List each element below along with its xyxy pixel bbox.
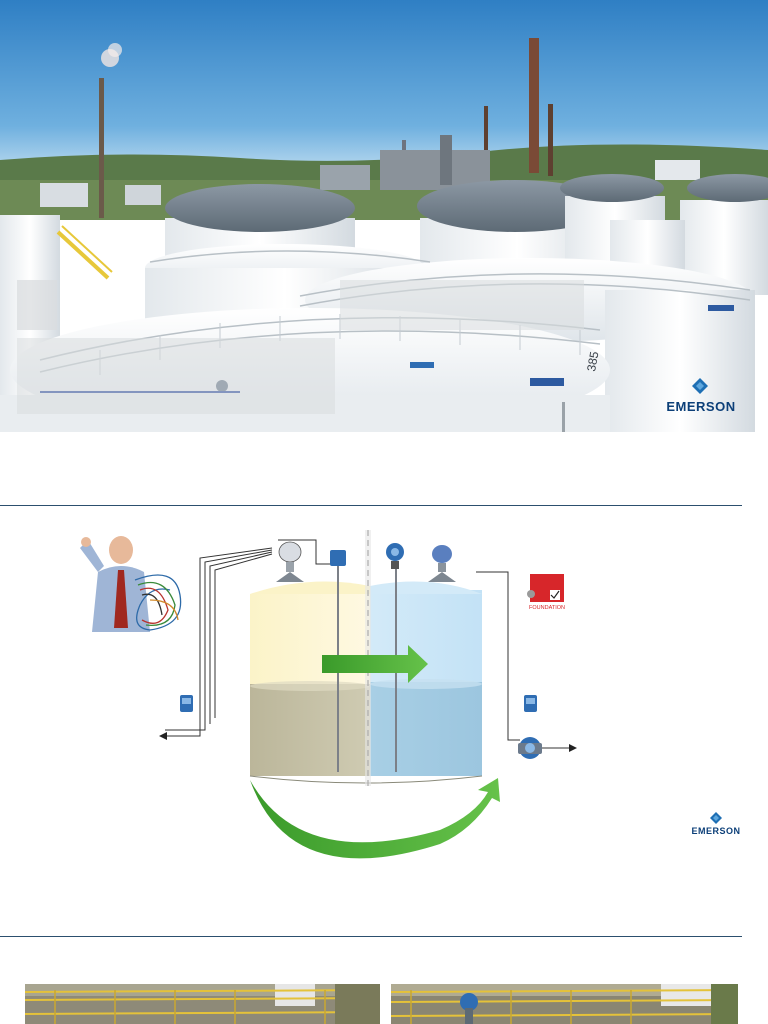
brand-name: EMERSON (691, 826, 741, 836)
fieldbus-badge-text: FOUNDATION (529, 605, 565, 611)
svg-text:385: 385 (584, 350, 601, 372)
foundation-fieldbus-logo: FOUNDATION (527, 574, 565, 611)
upgrade-arrow (322, 645, 428, 683)
section-divider (0, 936, 742, 937)
new-radar-transmitter (386, 543, 404, 569)
emerson-logo-hero: EMERSON (655, 378, 745, 414)
emerson-mark-icon (692, 378, 708, 394)
tank-roof-photo-right (391, 984, 738, 1024)
tank-roof-photo-left (25, 984, 380, 1024)
level-gauge-device (460, 993, 478, 1011)
tank-roof-image (25, 984, 380, 1024)
new-radar-gauge (428, 545, 456, 582)
emerson-mark-icon (710, 812, 722, 824)
legacy-transmitter (330, 550, 346, 566)
smokestack (99, 78, 104, 218)
tank-roof-image (391, 984, 738, 1024)
legacy-radar-gauge (276, 541, 304, 582)
upgraded-tank (370, 581, 482, 776)
smokestack (529, 38, 539, 173)
legacy-tank (250, 581, 370, 776)
brand-name: EMERSON (666, 399, 736, 414)
section-divider (0, 505, 742, 506)
refinery-tank-farm-illustration: 385 (0, 0, 768, 432)
field-communicator-hub (518, 737, 542, 759)
diagram-canvas: FOUNDATION (80, 530, 577, 859)
migration-arrow (250, 778, 500, 859)
tank-upgrade-diagram: FOUNDATION (0, 510, 768, 870)
hero-photo: 385 EMERSON (0, 0, 768, 432)
frustrated-technician-figure (80, 536, 182, 632)
emerson-logo-diagram: EMERSON (686, 812, 746, 838)
